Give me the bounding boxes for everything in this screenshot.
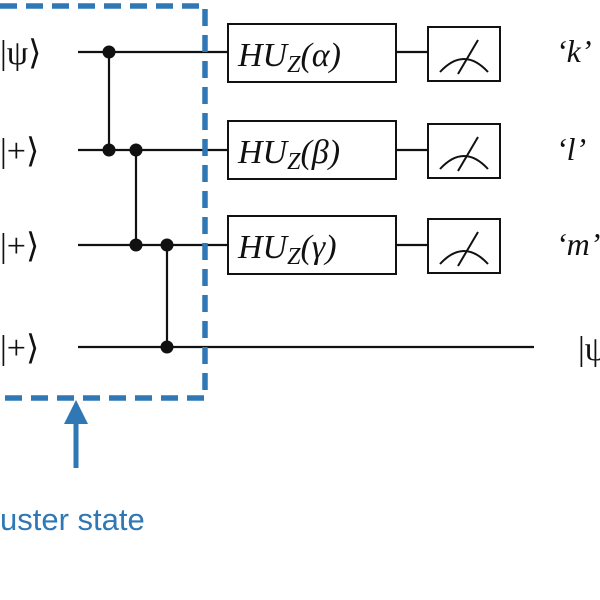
output-label-1: ‘k’ (556, 33, 592, 69)
wires (78, 50, 534, 349)
gate-label: HU (237, 134, 290, 171)
gate-param: (γ) (300, 229, 336, 266)
gate-box (227, 215, 397, 275)
output-label-2: ‘l’ (556, 131, 586, 167)
cz-dots (102, 45, 174, 354)
gate-3: HUZ(γ) (227, 215, 397, 275)
input-ket-1: |ψ⟩ (0, 35, 41, 72)
gate-label: HU (237, 229, 290, 266)
input-ket-2: |+⟩ (0, 133, 39, 170)
meter-box (427, 218, 501, 274)
gate-param: (α) (300, 37, 341, 74)
annotation-arrow (64, 400, 88, 468)
gate-subscript: Z (287, 52, 301, 78)
input-ket-4: |+⟩ (0, 330, 39, 367)
svg-text:HUZ(α): HUZ(α) (237, 37, 341, 78)
control-dot (129, 238, 143, 252)
measurement-1 (427, 26, 501, 82)
cz-connections (107, 52, 169, 347)
control-dot (160, 238, 174, 252)
gate-subscript: Z (287, 244, 301, 270)
control-dot (160, 340, 174, 354)
gate-subscript: Z (287, 149, 301, 175)
control-dot (129, 143, 143, 157)
gate-1: HUZ(α) (227, 23, 397, 83)
input-ket-3: |+⟩ (0, 228, 39, 265)
measurement-3 (427, 218, 501, 274)
meter-icon (439, 58, 489, 73)
meter-needle (457, 231, 479, 267)
arrow-head-icon (64, 400, 88, 424)
meter-icon (439, 250, 489, 265)
annotation-caption: uster state (0, 502, 145, 537)
meter-box (427, 123, 501, 179)
measurement-2 (427, 123, 501, 179)
output-label-3: ‘m’ (556, 226, 600, 262)
gate-label: HU (237, 37, 290, 74)
meter-icon (439, 155, 489, 170)
gate-box (227, 23, 397, 83)
gate-2: HUZ(β) (227, 120, 397, 180)
gate-param: (β) (300, 134, 340, 171)
control-dot (102, 143, 116, 157)
meter-box (427, 26, 501, 82)
control-dot (102, 45, 116, 59)
svg-text:HUZ(γ): HUZ(γ) (237, 229, 337, 270)
cluster-box-dashed (0, 3, 208, 401)
meter-needle (457, 136, 479, 172)
gate-box (227, 120, 397, 180)
meter-needle (457, 39, 479, 75)
svg-text:HUZ(β): HUZ(β) (237, 134, 340, 175)
output-ket-4: |ψ (578, 331, 600, 368)
